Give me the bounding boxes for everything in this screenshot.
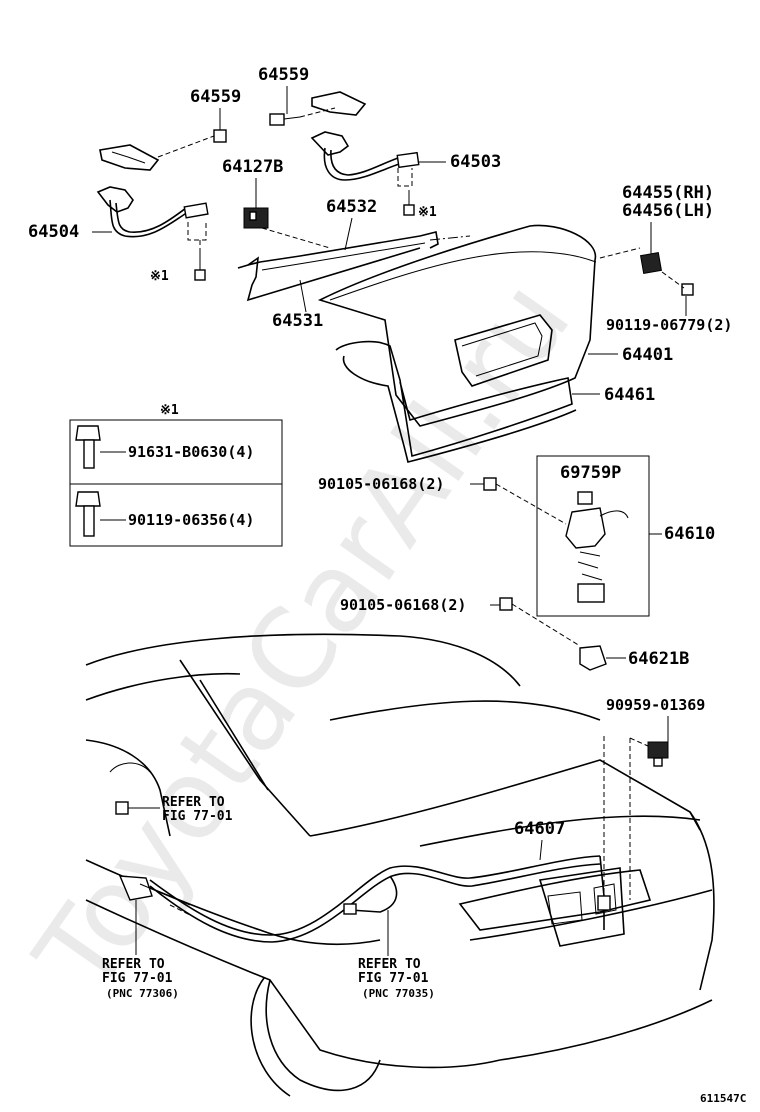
bolt-90105-b xyxy=(499,597,513,611)
callout-69759p: 69759P xyxy=(560,463,621,483)
note-mark-right: ※1 xyxy=(418,205,437,220)
striker-64621b xyxy=(579,645,607,671)
svg-text:REFER TO: REFER TO xyxy=(358,957,421,972)
reference-pnc-77035: REFER TO FIG 77-01 (PNC 77035) xyxy=(358,957,435,1000)
callout-90119-06779: 90119-06779(2) xyxy=(606,316,732,334)
callout-64532: 64532 xyxy=(326,197,377,217)
hinge-base-right xyxy=(311,91,367,116)
screw-90119-06779 xyxy=(681,283,694,296)
clip-64127b xyxy=(243,207,269,229)
note-box xyxy=(69,419,283,547)
stopper-64455 xyxy=(639,251,663,275)
svg-text:(PNC 77306): (PNC 77306) xyxy=(106,987,179,1000)
callout-64610: 64610 xyxy=(664,524,715,544)
callout-64455: 64455(RH) xyxy=(622,183,714,203)
bolt-note-left xyxy=(194,252,206,281)
svg-text:(PNC 77035): (PNC 77035) xyxy=(362,987,435,1000)
torsion-bar-64532 xyxy=(247,231,439,271)
callout-64621b: 64621B xyxy=(628,649,689,669)
bolt-64559-right xyxy=(269,113,301,126)
door-handle-clip xyxy=(115,801,129,815)
callout-64461: 64461 xyxy=(604,385,655,405)
svg-text:FIG 77-01: FIG 77-01 xyxy=(102,971,173,986)
callout-64559-right: 64559 xyxy=(258,65,309,85)
callout-64401: 64401 xyxy=(622,345,673,365)
reference-door-handle: REFER TO FIG 77-01 xyxy=(162,795,233,824)
callout-64127b: 64127B xyxy=(222,157,283,177)
callout-64531: 64531 xyxy=(272,311,323,331)
callout-64456: 64456(LH) xyxy=(622,201,714,221)
svg-text:REFER TO: REFER TO xyxy=(162,795,225,810)
hinge-base-left xyxy=(99,144,160,171)
lock-assembly-64610 xyxy=(565,491,629,603)
watermark: ToyotaCarAll.ru xyxy=(11,258,595,1016)
cable-64607 xyxy=(149,855,611,943)
reference-pnc-77306: REFER TO FIG 77-01 (PNC 77306) xyxy=(102,957,179,1000)
svg-text:FIG 77-01: FIG 77-01 xyxy=(162,809,233,824)
note-box-title: ※1 xyxy=(160,403,179,418)
note-part-90119: 90119-06356(4) xyxy=(128,511,254,529)
bolt-64559-left xyxy=(213,112,227,143)
hinge-64503 xyxy=(310,131,420,181)
callout-90105-a: 90105-06168(2) xyxy=(318,475,444,493)
release-lever xyxy=(118,875,191,906)
callout-64559-left: 64559 xyxy=(190,87,241,107)
svg-text:REFER TO: REFER TO xyxy=(102,957,165,972)
bolt-note-right xyxy=(403,190,415,216)
note-part-91631: 91631-B0630(4) xyxy=(128,443,254,461)
luggage-lid-64401 xyxy=(317,224,597,427)
weatherstrip-64461 xyxy=(335,340,577,463)
switch-90959-01369 xyxy=(647,741,669,767)
callout-64503: 64503 xyxy=(450,152,501,172)
hinge-64504 xyxy=(96,186,209,238)
car-body xyxy=(85,633,715,1097)
lock-box xyxy=(536,455,650,617)
figure-code: 611547C xyxy=(700,1092,746,1105)
callout-64504: 64504 xyxy=(28,222,79,242)
torsion-bar-64531 xyxy=(237,247,421,302)
fuel-opener-cable xyxy=(343,875,398,915)
note-mark-left: ※1 xyxy=(150,269,169,284)
callout-90959-01369: 90959-01369 xyxy=(606,696,705,714)
bolt-90105-a xyxy=(483,477,497,491)
callout-64607: 64607 xyxy=(514,819,565,839)
svg-text:FIG 77-01: FIG 77-01 xyxy=(358,971,429,986)
callout-90105-b: 90105-06168(2) xyxy=(340,596,466,614)
